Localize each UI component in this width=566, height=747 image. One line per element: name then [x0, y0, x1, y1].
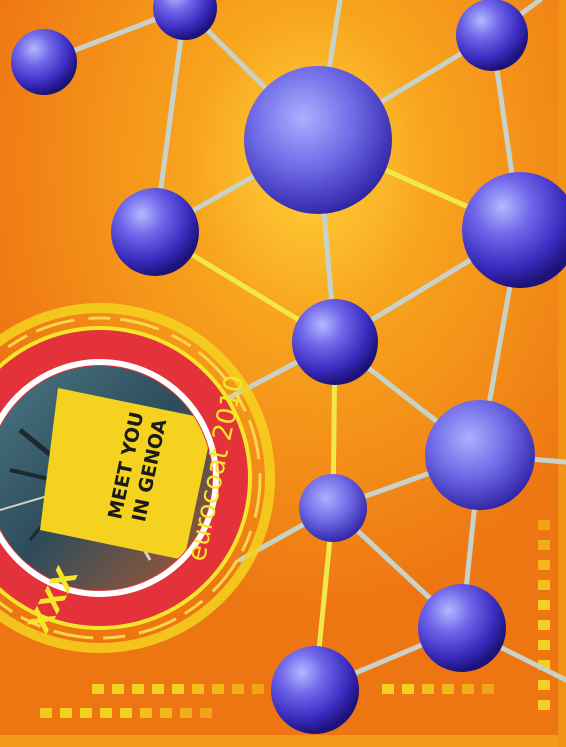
stamp-inner-ring: [0, 359, 219, 597]
atom: [11, 29, 77, 95]
atom: [153, 0, 217, 40]
atom: [462, 172, 566, 288]
stamp-tag: [40, 388, 212, 560]
right-border: [558, 0, 566, 747]
atom: [418, 584, 506, 672]
atom: [456, 0, 528, 71]
atom-large: [244, 66, 392, 214]
atom: [292, 299, 378, 385]
eurocoat-stamp-icon: MEET YOU IN GENOA eurocoat 2010 XXX: [0, 303, 275, 653]
pixel-strip-right: [538, 520, 550, 710]
bottom-border: [0, 735, 566, 747]
stamp-photo: [0, 366, 212, 590]
pixel-strip-bottom: [40, 684, 494, 718]
stamp-outer-ring: [0, 326, 252, 630]
molecule-network-icon: [11, 0, 566, 734]
atom: [425, 400, 535, 510]
atom: [111, 188, 199, 276]
atom: [299, 474, 367, 542]
stamp-scribble-ring: [0, 303, 275, 653]
atom: [271, 646, 359, 734]
stamp-scribble-ring-inner: [0, 316, 262, 640]
